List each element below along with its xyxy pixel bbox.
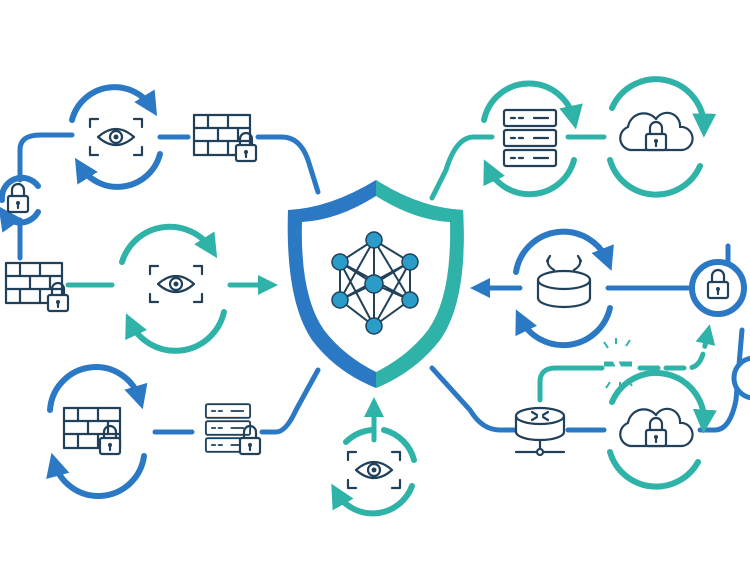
eye-monitor-icon (148, 264, 204, 304)
eye-monitor-icon (346, 450, 402, 490)
eye-monitor-icon (88, 117, 144, 157)
eye-monitor-node-bottom (331, 427, 417, 517)
router-node (514, 406, 566, 457)
shield-network-icon (331, 231, 419, 335)
server-node-bottom-left (204, 403, 262, 456)
firewall-node-left (4, 261, 70, 313)
firewall-node-top (192, 113, 258, 163)
lock-node-right (689, 259, 747, 317)
partial-node-right (731, 355, 750, 401)
database-sync-node (513, 228, 614, 349)
server-node-top-right (481, 80, 583, 198)
database-sync-icon (536, 254, 592, 309)
router-icon (514, 406, 566, 457)
lock-node-left (0, 174, 41, 233)
eye-monitor-node-middle-left (119, 223, 227, 354)
cloud-node-bottom-right (607, 369, 717, 490)
central-shield (287, 180, 464, 388)
eye-monitor-node-top-left (69, 84, 163, 190)
cloud-node-top-right (607, 76, 717, 198)
padlock-icon (6, 182, 30, 214)
firewall-node-bottom-left (46, 364, 148, 499)
server-icon (502, 108, 558, 168)
